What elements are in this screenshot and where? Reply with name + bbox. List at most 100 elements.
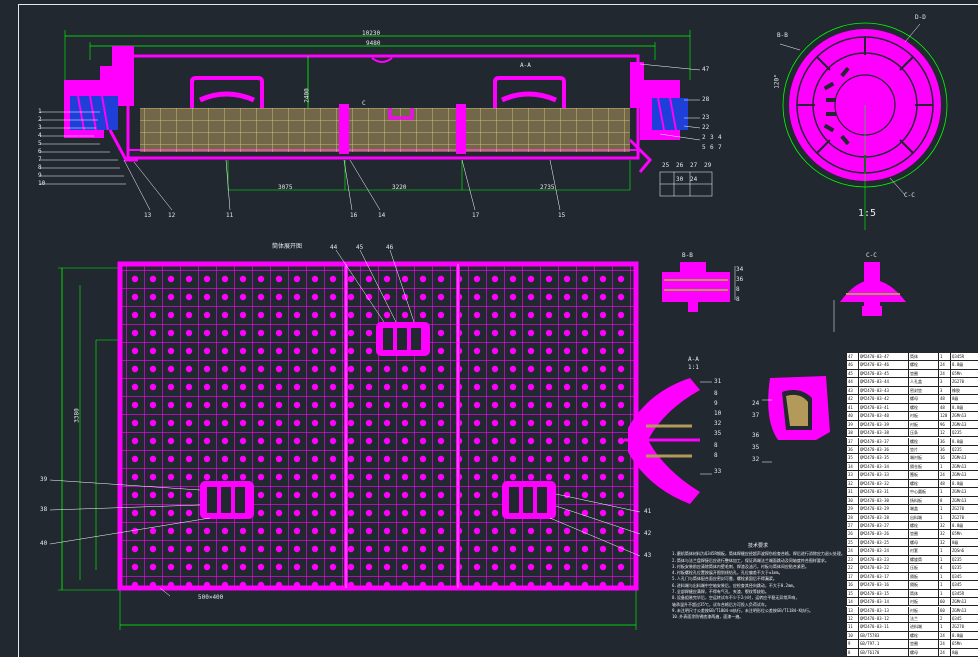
bom-cell: QM2470-03-13 bbox=[858, 606, 908, 614]
part-num-right-2: 28 bbox=[702, 96, 710, 103]
part-num-bottom-1: 13 bbox=[144, 212, 152, 219]
bom-cell: 22 bbox=[846, 564, 858, 572]
bom-cell: 隔板 bbox=[908, 581, 938, 589]
bom-cell: 8.8级 bbox=[950, 479, 978, 488]
bom-cell: 8.8级 bbox=[950, 437, 978, 445]
bom-cell: ZQSn6 bbox=[950, 547, 978, 555]
detail-part-8c: 8 bbox=[714, 452, 718, 459]
dim-seg3: 2735 bbox=[540, 184, 555, 191]
bom-cell: 32 bbox=[938, 530, 950, 538]
bom-cell: 32 bbox=[938, 522, 950, 530]
detail-aa bbox=[624, 378, 712, 504]
plan-part-45: 45 bbox=[356, 244, 364, 251]
part-num-right-9: 6 bbox=[710, 144, 714, 151]
bom-cell: QM2470-03-46 bbox=[858, 361, 908, 369]
bom-cell: 衬板 bbox=[908, 598, 938, 606]
bom-cell: 垫圈 bbox=[908, 369, 938, 378]
bom-cell: 8 bbox=[938, 496, 950, 505]
bom-cell: 橡胶 bbox=[950, 386, 978, 395]
bom-cell: 出料端 bbox=[908, 513, 938, 521]
dim-shell-height: 2400 bbox=[303, 88, 311, 103]
plan-part-38: 38 bbox=[40, 506, 48, 513]
plan-view-title: 筒体展开图 bbox=[272, 243, 303, 250]
part-num-right-lower-6: 24 bbox=[690, 176, 698, 183]
manhole-right bbox=[502, 481, 556, 519]
bom-cell: 压条 bbox=[908, 429, 938, 437]
bom-cell: 螺栓 bbox=[908, 403, 938, 412]
bom-cell: 24 bbox=[938, 361, 950, 369]
bom-cell: ZGMn13 bbox=[950, 496, 978, 505]
detail-d-part-36: 36 bbox=[752, 432, 760, 439]
bom-cell: QM2470-03-25 bbox=[858, 538, 908, 547]
bom-cell: QM2470-03-39 bbox=[858, 420, 908, 429]
part-num-bottom-5: 14 bbox=[378, 212, 386, 219]
bom-cell: 41 bbox=[846, 403, 858, 412]
manhole-top bbox=[376, 322, 430, 356]
bom-cell: 9 bbox=[846, 640, 858, 648]
detail-part-9: 9 bbox=[714, 400, 718, 407]
bom-cell: QM2470-03-17 bbox=[858, 572, 908, 581]
detail-d-part-37: 37 bbox=[752, 412, 760, 419]
notes-line: 9.未注明尺寸公差按GB/T1804-m执行，未注明形位公差按GB/T1184-… bbox=[672, 607, 813, 613]
bom-cell: 24 bbox=[938, 369, 950, 378]
part-num-right-7: 4 bbox=[718, 134, 722, 141]
bom-cell: 14 bbox=[846, 598, 858, 606]
bom-cell: 衬板 bbox=[908, 412, 938, 420]
bom-cell: 48 bbox=[938, 395, 950, 403]
bom-cell: ZGMn13 bbox=[950, 488, 978, 496]
part-num-right-10: 7 bbox=[718, 144, 722, 151]
detail-part-32: 32 bbox=[714, 420, 722, 427]
detail-d-part-32: 32 bbox=[752, 456, 760, 463]
bom-cell: 垫圈 bbox=[908, 530, 938, 538]
bom-cell: 垫圈 bbox=[908, 640, 938, 648]
detail-b-part-8b: 8 bbox=[736, 296, 740, 303]
bom-cell: 衬板 bbox=[908, 420, 938, 429]
bom-cell: 中心圆板 bbox=[908, 488, 938, 496]
plan-view bbox=[49, 249, 641, 630]
bom-cell: QM2470-03-29 bbox=[858, 505, 908, 513]
bom-cell: 37 bbox=[846, 437, 858, 445]
bom-cell: 3 bbox=[938, 378, 950, 386]
notes-line: 6.进料端与出料端中空轴安装后，应检查其径向跳动，不大于0.2mm。 bbox=[672, 582, 797, 588]
bom-cell: 压板 bbox=[908, 564, 938, 572]
bom-cell: ZGMn13 bbox=[950, 462, 978, 471]
dim-seg2: 3220 bbox=[392, 184, 407, 191]
bom-cell: 密封垫 bbox=[908, 386, 938, 395]
notes-line: 2.筒体与法兰盘焊接后应进行整体加工，保证两端法兰端面跳动及同轴度符合图样要求。 bbox=[672, 557, 829, 563]
bom-cell: 螺栓 bbox=[908, 479, 938, 488]
bom-cell: 1 bbox=[938, 581, 950, 589]
bom-cell: 33 bbox=[846, 471, 858, 479]
bom-cell: 4 bbox=[938, 564, 950, 572]
bom-cell: QM2470-03-12 bbox=[858, 614, 908, 623]
bom-cell: 1 bbox=[938, 572, 950, 581]
part-num-left-4: 4 bbox=[38, 132, 42, 139]
bom-cell: 38 bbox=[846, 429, 858, 437]
section-circle bbox=[779, 22, 948, 230]
plan-part-42: 42 bbox=[644, 530, 652, 537]
bom-cell: 1 bbox=[938, 589, 950, 598]
bom-cell: 端盖 bbox=[908, 505, 938, 513]
bom-cell: 24 bbox=[938, 640, 950, 648]
detail-part-10: 10 bbox=[714, 410, 722, 417]
bom-cell: ZGMn13 bbox=[950, 598, 978, 606]
bom-cell: ZG270 bbox=[950, 378, 978, 386]
bom-cell: 8级 bbox=[950, 538, 978, 547]
bom-cell: 1 bbox=[938, 462, 950, 471]
detail-aa-scale: 1:1 bbox=[688, 364, 699, 371]
